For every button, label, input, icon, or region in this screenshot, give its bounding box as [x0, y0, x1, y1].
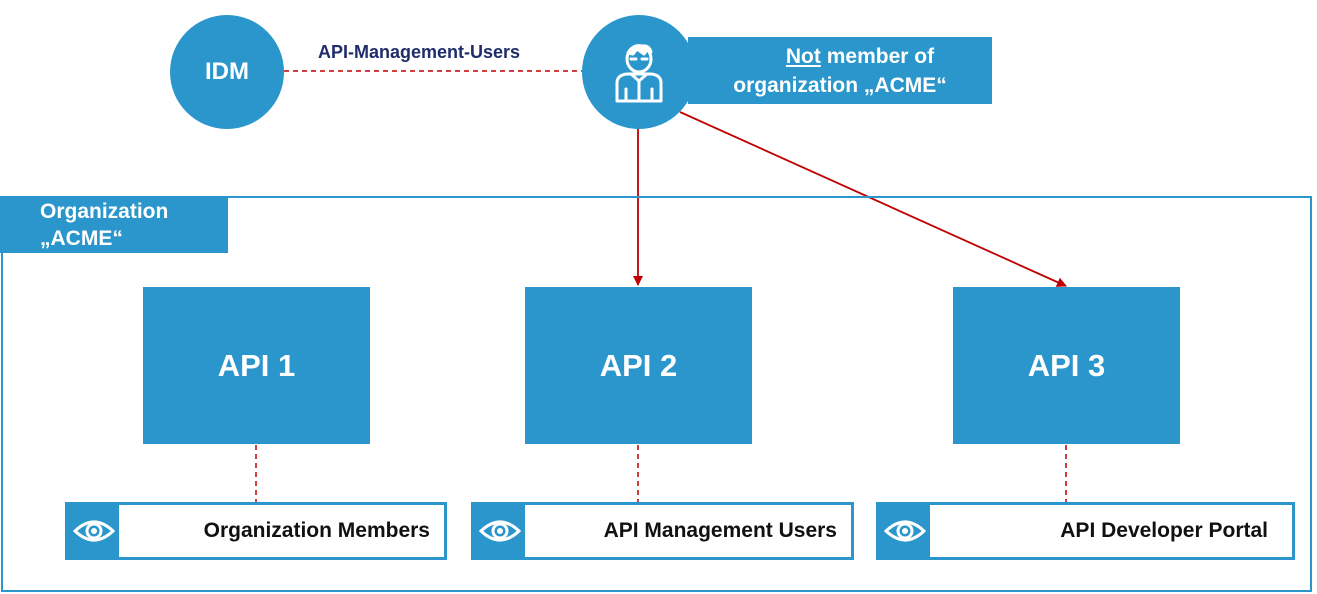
role-card-api-developer-portal: API Developer Portal: [876, 502, 1295, 560]
organization-label: Organization „ACME“: [0, 196, 228, 253]
api-2-box: API 2: [525, 287, 752, 444]
not-member-note: Not member of organization „ACME“: [688, 37, 992, 104]
not-member-line1: Not member of: [746, 42, 934, 71]
organization-label-line1: Organization: [40, 200, 169, 223]
idm-node: IDM: [170, 15, 284, 129]
not-member-rest: member of: [820, 44, 935, 68]
not-member-line2: organization „ACME“: [733, 73, 947, 97]
arrow-user-to-api3: [679, 111, 1067, 287]
role-label: Organization Members: [203, 519, 430, 542]
api-3-box: API 3: [953, 287, 1180, 444]
api-1-box: API 1: [143, 287, 370, 444]
eye-icon: [474, 505, 525, 557]
role-label: API Management Users: [603, 519, 837, 542]
role-card-organization-members: Organization Members: [65, 502, 447, 560]
api-3-label: API 3: [1027, 347, 1106, 383]
not-word: Not: [785, 44, 821, 68]
organization-label-line2: „ACME“: [40, 227, 123, 250]
user-node: [582, 15, 696, 129]
organization-frame: [1, 196, 1312, 592]
api-2-label: API 2: [599, 347, 678, 383]
user-icon: [615, 44, 663, 103]
eye-icon: [68, 505, 119, 557]
idm-label: IDM: [205, 58, 249, 85]
edge-label-api-management-users: API-Management-Users: [318, 42, 521, 62]
role-label: API Developer Portal: [1060, 519, 1268, 542]
eye-icon: [879, 505, 930, 557]
role-card-api-management-users: API Management Users: [471, 502, 854, 560]
api-1-label: API 1: [217, 347, 296, 383]
